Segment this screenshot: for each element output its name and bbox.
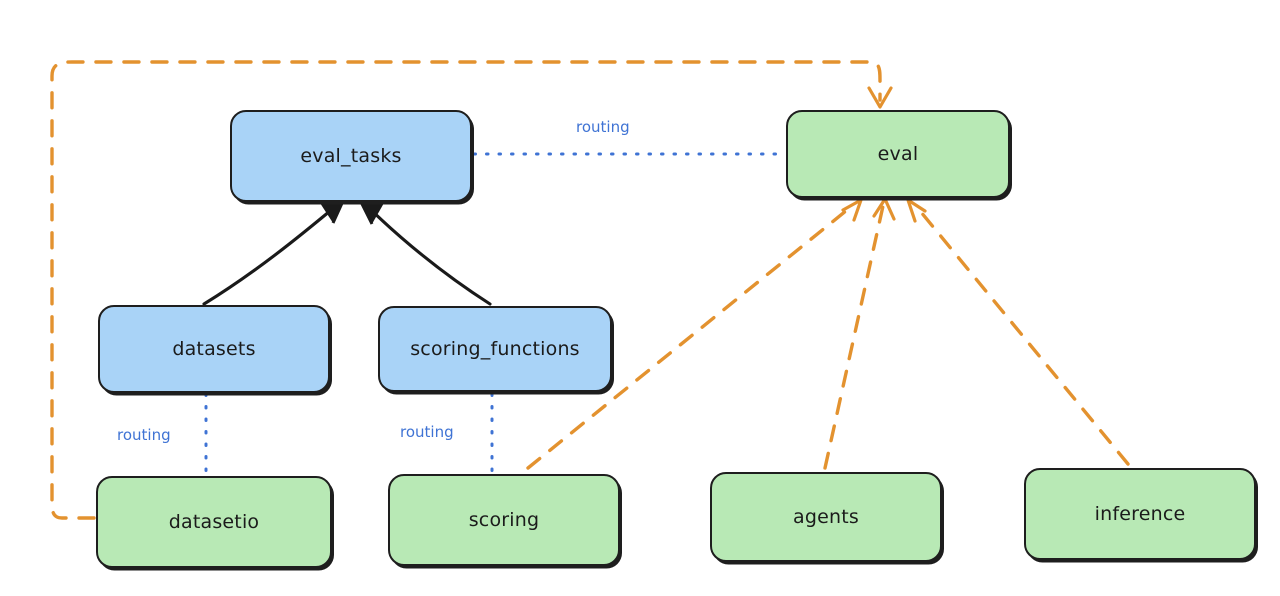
edge-datasets-to-eval-tasks [202, 199, 345, 306]
edge-scoring-functions-to-eval-tasks [359, 200, 492, 306]
node-label-eval: eval [877, 143, 919, 165]
node-label-scoring: scoring [468, 509, 540, 531]
node-label-agents: agents [793, 506, 859, 528]
node-agents[interactable]: agents [710, 472, 942, 562]
edge-inference-to-eval [906, 198, 1130, 466]
node-label-eval-tasks: eval_tasks [300, 145, 402, 167]
node-scoring-functions[interactable]: scoring_functions [378, 306, 612, 392]
node-label-scoring-functions: scoring_functions [410, 338, 580, 360]
node-label-datasets: datasets [172, 338, 256, 360]
edge-datasetio-to-eval [50, 60, 893, 520]
edge-label-routing-datasets-datasetio: routing [117, 426, 171, 444]
edge-scoring-to-eval [526, 198, 863, 470]
node-eval[interactable]: eval [786, 110, 1010, 198]
node-datasets[interactable]: datasets [98, 305, 330, 393]
edge-label-routing-eval-tasks-eval: routing [576, 118, 630, 136]
node-eval-tasks[interactable]: eval_tasks [230, 110, 472, 202]
edge-agents-to-eval [823, 197, 896, 470]
node-label-datasetio: datasetio [168, 511, 260, 533]
node-inference[interactable]: inference [1024, 468, 1256, 560]
node-scoring[interactable]: scoring [388, 474, 620, 566]
edge-label-routing-scoring-functions-scoring: routing [400, 423, 454, 441]
node-datasetio[interactable]: datasetio [96, 476, 332, 568]
node-label-inference: inference [1094, 503, 1186, 525]
